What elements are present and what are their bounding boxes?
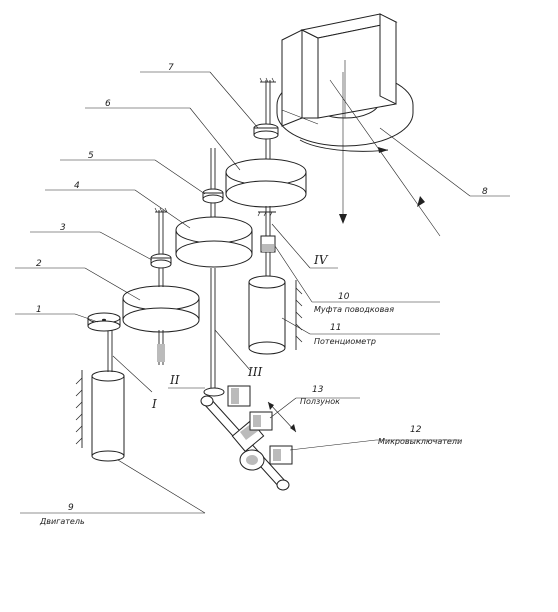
label-5-number: 5 [88, 151, 94, 161]
shaft-i [122, 207, 200, 365]
label-10-number: 10 [338, 292, 350, 302]
label-7-number: 7 [168, 63, 174, 73]
shaft-label-i: I [151, 397, 157, 411]
shaft-label-ii: II [169, 373, 180, 387]
label-2-number: 2 [36, 259, 42, 269]
leader-lines [15, 71, 510, 514]
gear-1 [87, 312, 121, 332]
motor [75, 330, 125, 462]
label-12-text: Микровыключатели [378, 437, 462, 446]
label-12-number: 12 [410, 425, 422, 435]
antenna-turntable [276, 13, 414, 153]
label-9-number: 9 [68, 503, 74, 513]
label-1-number: 1 [36, 305, 42, 315]
label-9-text: Двигатель [39, 517, 85, 526]
antenna-axes [329, 72, 441, 237]
potentiometer [248, 275, 303, 355]
label-8-number: 8 [482, 187, 488, 197]
label-3-number: 3 [60, 223, 66, 233]
shaft-iv [225, 77, 307, 278]
shaft-iii [175, 148, 253, 390]
label-10-text: Муфта поводковая [314, 305, 394, 314]
shaft-label-iv: IV [313, 253, 329, 267]
slider-mechanism [200, 385, 297, 491]
label-11-number: 11 [330, 323, 341, 333]
label-4-number: 4 [74, 181, 80, 191]
label-13-text: Ползунок [300, 397, 340, 406]
label-13-number: 13 [312, 385, 324, 395]
label-6-number: 6 [105, 99, 111, 109]
shaft-label-iii: III [247, 365, 262, 379]
label-11-text: Потенциометр [314, 337, 376, 346]
